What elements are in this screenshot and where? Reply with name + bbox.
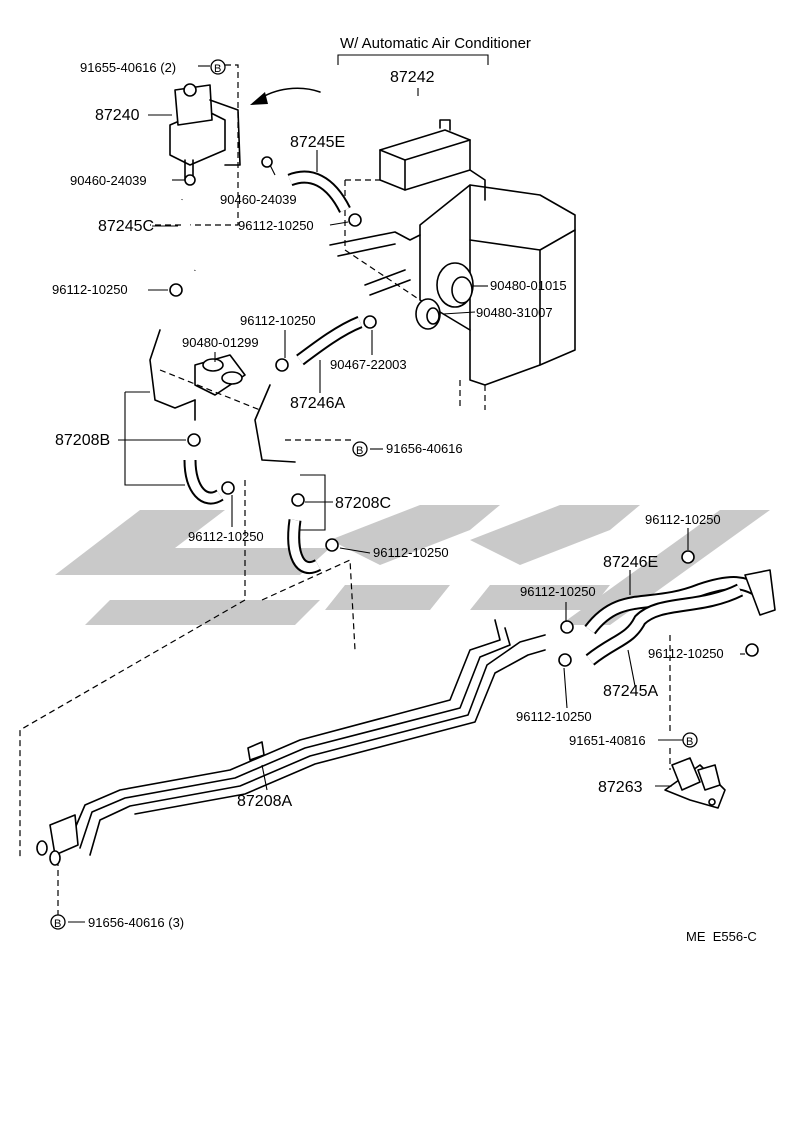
- label-90480-31007: 90480-31007: [476, 305, 553, 320]
- label-90480-01299: 90480-01299: [182, 335, 259, 350]
- label-96112-10250-b: 96112-10250: [238, 218, 314, 233]
- watermark-logo: [55, 505, 770, 625]
- hose-87245C-inner: [177, 199, 202, 272]
- water-valve: [150, 64, 241, 226]
- title-bracket: [337, 54, 489, 65]
- label-96112-10250-i: 96112-10250: [516, 709, 592, 724]
- hoses-right: [584, 569, 776, 666]
- label-96112-10250-a: 96112-10250: [52, 282, 128, 297]
- label-96112-10250-c: 96112-10250: [240, 313, 316, 328]
- label-90480-01015: 90480-01015: [490, 278, 567, 293]
- bolt-marker-4: B: [50, 914, 66, 930]
- label-91655-40616: 91655-40616 (2): [80, 60, 176, 75]
- label-91656-40616-3: 91656-40616 (3): [88, 915, 184, 930]
- svg-text:B: B: [686, 736, 693, 748]
- pipe-87208A: [36, 619, 546, 866]
- label-90467-22003: 90467-22003: [330, 357, 407, 372]
- grommet-small: [415, 298, 441, 330]
- label-96112-10250-f: 96112-10250: [645, 512, 721, 527]
- bracket-87208B: [124, 391, 185, 486]
- label-87246E: 87246E: [603, 554, 658, 571]
- label-90460-24039-mid: 90460-24039: [220, 192, 297, 207]
- pipe-87208B: [149, 329, 196, 409]
- label-87208B: 87208B: [55, 432, 110, 449]
- label-96112-10250-d: 96112-10250: [188, 529, 264, 544]
- bolt-marker-3: B: [682, 732, 698, 748]
- heater-unit: [344, 119, 576, 410]
- document-code: ME E556-C: [686, 929, 757, 944]
- grommet-90480-01299: [194, 354, 246, 396]
- leader-lines: [68, 65, 745, 923]
- label-87208A: 87208A: [237, 793, 292, 810]
- label-87240: 87240: [95, 107, 140, 124]
- pipe-87208B-guide: [159, 369, 261, 411]
- bolt-marker-1: B: [210, 59, 226, 75]
- label-96112-10250-h: 96112-10250: [648, 646, 724, 661]
- svg-text:B: B: [214, 63, 221, 75]
- label-87246A: 87246A: [290, 395, 345, 412]
- hose-clamps: [169, 156, 759, 667]
- guide-mid: [261, 559, 356, 651]
- heater-pipes: [329, 231, 421, 296]
- svg-text:B: B: [356, 445, 363, 457]
- hose-87245E-inner: [288, 172, 350, 213]
- label-91656-40616: 91656-40616: [386, 441, 463, 456]
- guide-left: [19, 480, 246, 860]
- label-87242: 87242: [390, 69, 435, 86]
- label-96112-10250-e: 96112-10250: [373, 545, 449, 560]
- label-87208C: 87208C: [335, 495, 391, 512]
- direction-arrow: [257, 87, 321, 101]
- diagram-title: W/ Automatic Air Conditioner: [340, 35, 531, 52]
- label-87245C: 87245C: [98, 218, 154, 235]
- label-87245E: 87245E: [290, 134, 345, 151]
- arrow-head: [250, 92, 268, 105]
- label-90460-24039-left: 90460-24039: [70, 173, 147, 188]
- label-96112-10250-g: 96112-10250: [520, 584, 596, 599]
- label-87245A: 87245A: [603, 683, 658, 700]
- label-91651-40816: 91651-40816: [569, 733, 646, 748]
- bolt-marker-2: B: [352, 441, 368, 457]
- pipe-87208C: [254, 384, 296, 463]
- label-87263: 87263: [598, 779, 643, 796]
- grommet-large: [436, 262, 474, 308]
- hose-87246A-inner: [297, 317, 362, 364]
- svg-text:B: B: [54, 918, 61, 930]
- bracket-87263: [664, 757, 726, 809]
